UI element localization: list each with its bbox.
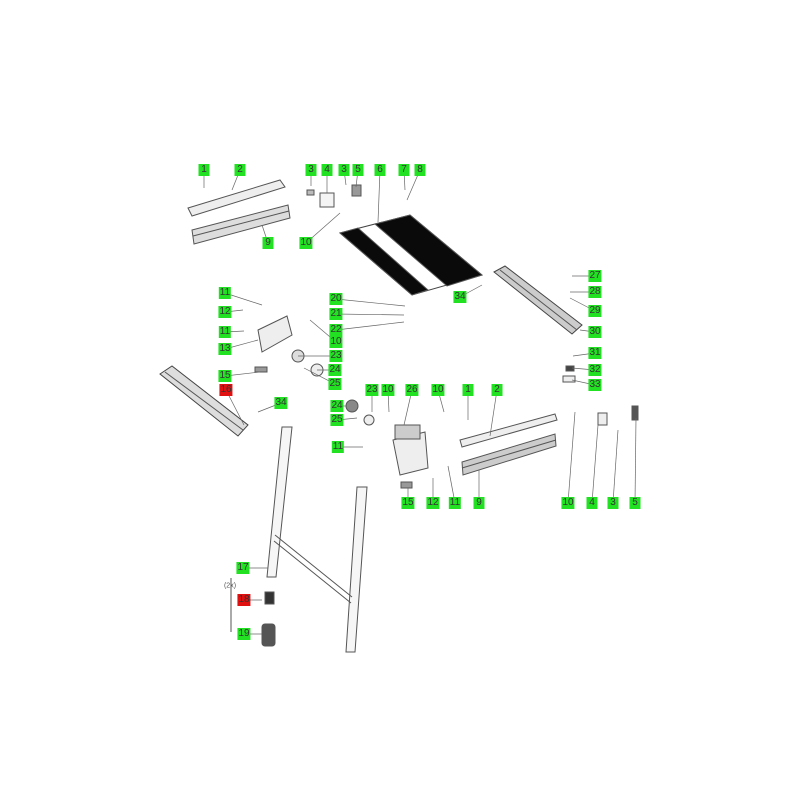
part-15b <box>400 481 413 489</box>
part-callout[interactable]: 22 <box>329 324 343 336</box>
leader-line <box>335 298 406 307</box>
table-top-part-6 <box>338 214 484 296</box>
part-callout[interactable]: 10 <box>431 384 445 396</box>
part-callout[interactable]: 1 <box>198 164 210 176</box>
part-callout[interactable]: 26 <box>405 384 419 396</box>
part-5b <box>631 405 639 421</box>
part-callout[interactable]: 32 <box>588 364 602 376</box>
part-callout[interactable]: 3 <box>607 497 619 509</box>
part-callout[interactable]: 24 <box>328 364 342 376</box>
part-callout[interactable]: 15 <box>218 370 232 382</box>
leg-frame-part-17 <box>266 426 368 653</box>
rail-profile-left <box>159 365 249 437</box>
extension-rail-part-30 <box>493 265 583 335</box>
part-callout[interactable]: 31 <box>588 347 602 359</box>
part-callout[interactable]: 21 <box>329 308 343 320</box>
housing-part-26 <box>392 424 429 476</box>
part-callout[interactable]: 16 <box>219 384 233 396</box>
leader-line <box>335 313 405 316</box>
part-callout[interactable]: 9 <box>262 237 274 249</box>
part-callout[interactable]: 28 <box>588 286 602 298</box>
part-callout[interactable]: 2 <box>491 384 503 396</box>
part-32 <box>565 365 575 372</box>
part-callout[interactable]: 8 <box>414 164 426 176</box>
plate-part-33 <box>562 375 576 383</box>
part-callout[interactable]: 27 <box>588 270 602 282</box>
part-callout[interactable]: 10 <box>381 384 395 396</box>
part-callout[interactable]: 11 <box>331 441 345 453</box>
part-callout[interactable]: 7 <box>398 164 410 176</box>
part-callout[interactable]: 9 <box>473 497 485 509</box>
part-callout[interactable]: 33 <box>588 379 602 391</box>
leader-line <box>335 321 405 331</box>
leader-line <box>489 389 498 437</box>
part-callout[interactable]: 15 <box>401 497 415 509</box>
part-callout[interactable]: 5 <box>629 497 641 509</box>
part-callout[interactable]: 34 <box>453 291 467 303</box>
bracket-part-13 <box>257 315 293 353</box>
part-3 <box>306 189 315 196</box>
part-callout[interactable]: 4 <box>321 164 333 176</box>
part-callout[interactable]: 2 <box>234 164 246 176</box>
foot-cap-part-19 <box>261 623 276 647</box>
rail-part-2 <box>187 179 286 217</box>
part-callout[interactable]: 3 <box>305 164 317 176</box>
part-callout[interactable]: 18 <box>237 594 251 606</box>
part-callout[interactable]: 10 <box>299 237 313 249</box>
part-callout[interactable]: 11 <box>218 326 232 338</box>
part-15 <box>254 366 268 373</box>
part-callout[interactable]: 11 <box>218 287 232 299</box>
part-callout[interactable]: 6 <box>374 164 386 176</box>
part-callout[interactable]: 12 <box>426 497 440 509</box>
part-callout[interactable]: 23 <box>365 384 379 396</box>
part-callout[interactable]: 19 <box>237 628 251 640</box>
part-callout[interactable]: 23 <box>329 350 343 362</box>
leader-line <box>612 429 619 504</box>
leader-line <box>634 417 637 504</box>
quantity-note: (2x) <box>223 582 237 590</box>
rail-profile-part-9 <box>191 204 291 245</box>
bracket-part-4 <box>319 192 335 208</box>
part-callout[interactable]: 12 <box>218 306 232 318</box>
clamp-part-23b <box>363 414 375 426</box>
part-callout[interactable]: 25 <box>330 414 344 426</box>
part-callout[interactable]: 3 <box>338 164 350 176</box>
part-5 <box>351 184 362 197</box>
part-callout[interactable]: 10 <box>561 497 575 509</box>
leader-line <box>591 424 599 504</box>
part-callout[interactable]: 25 <box>328 378 342 390</box>
knob-part-24b <box>345 399 359 413</box>
part-callout[interactable]: 24 <box>330 400 344 412</box>
part-callout[interactable]: 13 <box>218 343 232 355</box>
foot-part-18 <box>264 591 275 605</box>
part-callout[interactable]: 20 <box>329 293 343 305</box>
bracket-part-4b <box>597 412 608 426</box>
part-callout[interactable]: 29 <box>588 305 602 317</box>
part-callout[interactable]: 34 <box>274 397 288 409</box>
part-callout[interactable]: 1 <box>462 384 474 396</box>
part-callout[interactable]: 17 <box>236 562 250 574</box>
part-callout[interactable]: 30 <box>588 326 602 338</box>
leader-line <box>377 169 381 223</box>
leader-line <box>447 465 456 504</box>
part-callout[interactable]: 4 <box>586 497 598 509</box>
rail-part-2b <box>459 413 558 448</box>
rail-profile-part-9b <box>461 433 557 476</box>
leader-line <box>567 411 576 504</box>
part-callout[interactable]: 11 <box>448 497 462 509</box>
part-callout[interactable]: 10 <box>329 336 343 348</box>
part-callout[interactable]: 5 <box>352 164 364 176</box>
